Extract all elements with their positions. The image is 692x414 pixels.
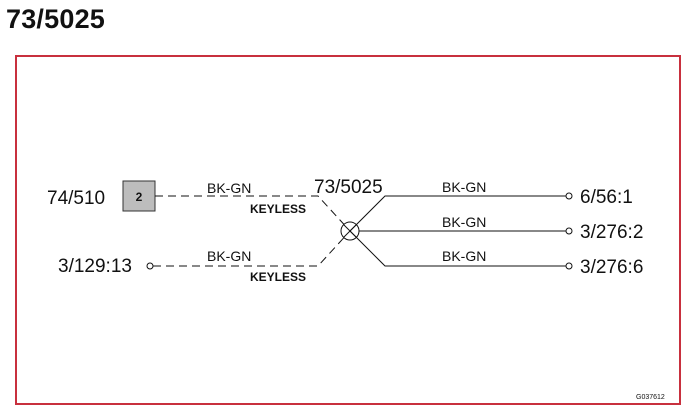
wire-right-1-color: BK-GN [442,179,486,195]
wire-upper-left [155,195,351,232]
figure-code: G037612 [636,394,665,401]
connector-pin-number: 2 [136,190,143,204]
terminal-6-56-1-label: 6/56:1 [580,187,633,208]
wire-right-3 [349,230,566,267]
wire-right-1 [349,195,566,232]
wire-right-3-color: BK-GN [442,248,486,264]
wire-lower-left-color: BK-GN [207,248,251,264]
wire-upper-left-color: BK-GN [207,180,251,196]
splice-label: 73/5025 [314,177,383,198]
terminal-3-129-13-dot [146,262,154,270]
connector-pin-box [122,180,156,212]
terminal-3-276-6-label: 3/276:6 [580,257,643,278]
wire-upper-left-note: KEYLESS [250,202,306,216]
wire-right-2-color: BK-GN [442,214,486,230]
terminal-6-56-1-dot [565,192,573,200]
connector-74-510-label: 74/510 [47,188,105,209]
terminal-3-276-2-label: 3/276:2 [580,222,643,243]
wire-lower-left-note: KEYLESS [250,270,306,284]
terminal-3-129-13-label: 3/129:13 [58,256,132,277]
terminal-3-276-2-dot [565,227,573,235]
diagram-frame [15,55,681,405]
terminal-3-276-6-dot [565,262,573,270]
page-title: 73/5025 [6,4,105,34]
wire-lower-left [153,230,351,267]
